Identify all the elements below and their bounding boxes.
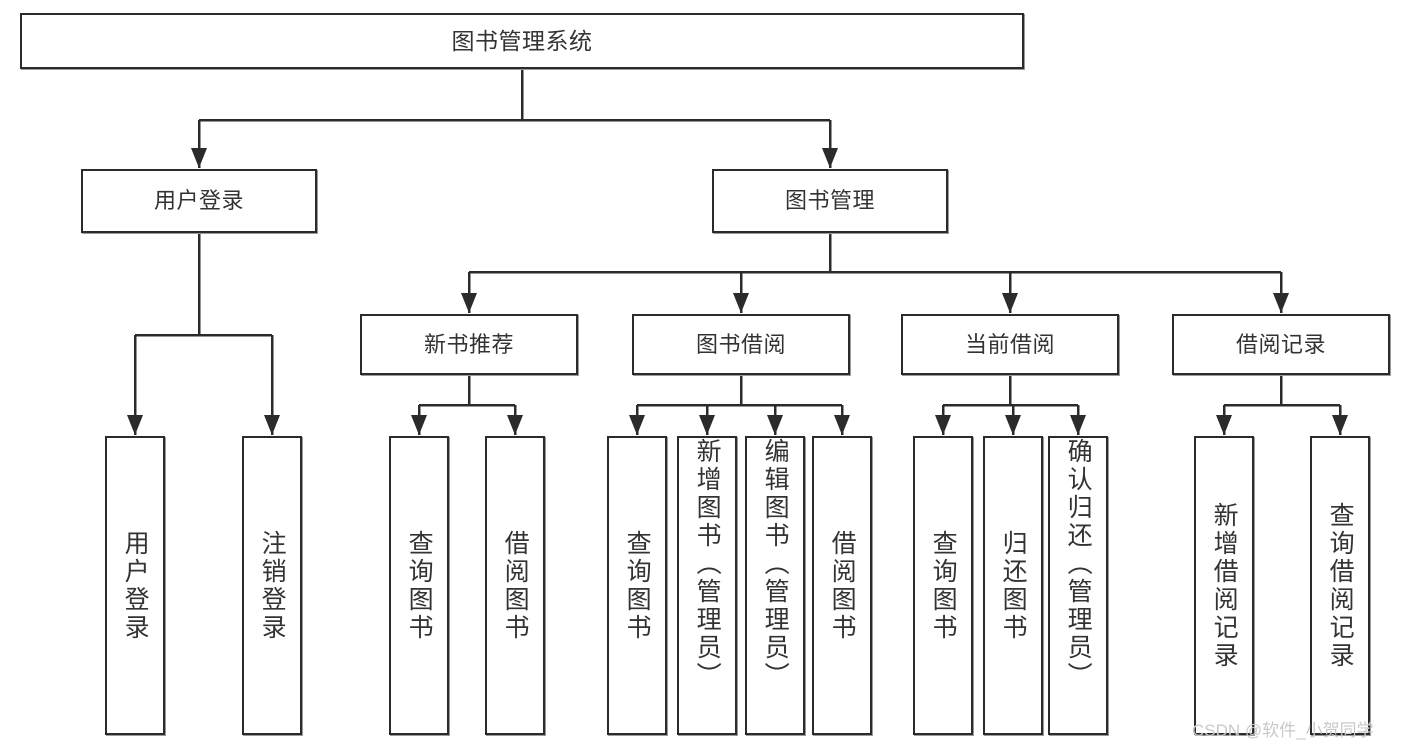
node-label-user-login: 用户登录 (153, 188, 244, 214)
arrowhead-new-book-recommend (461, 293, 477, 313)
arrowhead-leaf-confirm-return (1070, 415, 1086, 435)
node-label-leaf-add-book: 新增图书（管理员） (693, 438, 722, 690)
node-label-leaf-borrow-book-recommend: 借阅图书 (501, 529, 530, 642)
arrowhead-leaf-edit-book (767, 415, 783, 435)
node-book-borrow[interactable]: 图书借阅 (632, 314, 850, 375)
node-label-root: 图书管理系统 (451, 27, 593, 54)
arrowhead-leaf-return-book (1005, 415, 1021, 435)
arrowhead-borrow-record (1273, 293, 1289, 313)
node-label-leaf-borrow-book: 借阅图书 (828, 529, 857, 642)
node-book-management[interactable]: 图书管理 (712, 169, 948, 233)
node-label-leaf-user-login: 用户登录 (121, 529, 150, 642)
arrowhead-leaf-borrow-book (834, 415, 850, 435)
arrowhead-leaf-query-book-recommend (411, 415, 427, 435)
arrowhead-current-borrow (1002, 293, 1018, 313)
node-current-borrow[interactable]: 当前借阅 (901, 314, 1119, 375)
node-label-leaf-query-book-current: 查询图书 (929, 529, 958, 642)
node-label-leaf-query-book-recommend: 查询图书 (405, 529, 434, 642)
node-leaf-add-borrow-record[interactable]: 新增借阅记录 (1194, 436, 1254, 735)
node-label-leaf-confirm-return: 确认归还（管理员） (1064, 438, 1093, 690)
node-leaf-edit-book[interactable]: 编辑图书（管理员） (745, 436, 805, 735)
arrowhead-leaf-query-book-borrow (629, 415, 645, 435)
node-user-login[interactable]: 用户登录 (81, 169, 317, 233)
node-label-book-borrow: 图书借阅 (695, 331, 786, 357)
node-leaf-borrow-book[interactable]: 借阅图书 (812, 436, 872, 735)
node-leaf-query-borrow-record[interactable]: 查询借阅记录 (1310, 436, 1370, 735)
arrowhead-book-borrow (733, 293, 749, 313)
node-label-borrow-record: 借阅记录 (1235, 331, 1326, 357)
node-leaf-query-book-recommend[interactable]: 查询图书 (389, 436, 449, 735)
arrowhead-user-login (191, 148, 207, 168)
node-leaf-return-book[interactable]: 归还图书 (983, 436, 1043, 735)
arrowhead-leaf-add-borrow-record (1216, 415, 1232, 435)
node-leaf-add-book[interactable]: 新增图书（管理员） (677, 436, 737, 735)
node-leaf-query-book-current[interactable]: 查询图书 (913, 436, 973, 735)
node-leaf-confirm-return[interactable]: 确认归还（管理员） (1048, 436, 1108, 735)
node-label-leaf-return-book: 归还图书 (999, 529, 1028, 642)
node-label-leaf-query-book-borrow: 查询图书 (623, 529, 652, 642)
csdn-watermark: CSDN @软件_小贺同学 (1192, 721, 1374, 740)
node-label-new-book-recommend: 新书推荐 (423, 331, 514, 357)
node-root[interactable]: 图书管理系统 (20, 13, 1024, 69)
node-label-current-borrow: 当前借阅 (964, 331, 1055, 357)
node-label-leaf-add-borrow-record: 新增借阅记录 (1210, 501, 1239, 670)
node-leaf-borrow-book-recommend[interactable]: 借阅图书 (485, 436, 545, 735)
node-label-leaf-logout: 注销登录 (258, 529, 287, 642)
node-leaf-user-login[interactable]: 用户登录 (105, 436, 165, 735)
arrowhead-leaf-user-login (127, 415, 143, 435)
node-new-book-recommend[interactable]: 新书推荐 (360, 314, 578, 375)
arrowhead-leaf-query-borrow-record (1332, 415, 1348, 435)
node-borrow-record[interactable]: 借阅记录 (1172, 314, 1390, 375)
node-label-leaf-query-borrow-record: 查询借阅记录 (1326, 501, 1355, 670)
node-label-book-management: 图书管理 (784, 188, 875, 214)
arrowhead-book-management (822, 148, 838, 168)
arrowhead-leaf-add-book (699, 415, 715, 435)
arrowhead-leaf-borrow-book-recommend (507, 415, 523, 435)
node-label-leaf-edit-book: 编辑图书（管理员） (761, 438, 790, 690)
arrowhead-leaf-query-book-current (935, 415, 951, 435)
node-leaf-query-book-borrow[interactable]: 查询图书 (607, 436, 667, 735)
arrowhead-leaf-logout (264, 415, 280, 435)
node-leaf-logout[interactable]: 注销登录 (242, 436, 302, 735)
